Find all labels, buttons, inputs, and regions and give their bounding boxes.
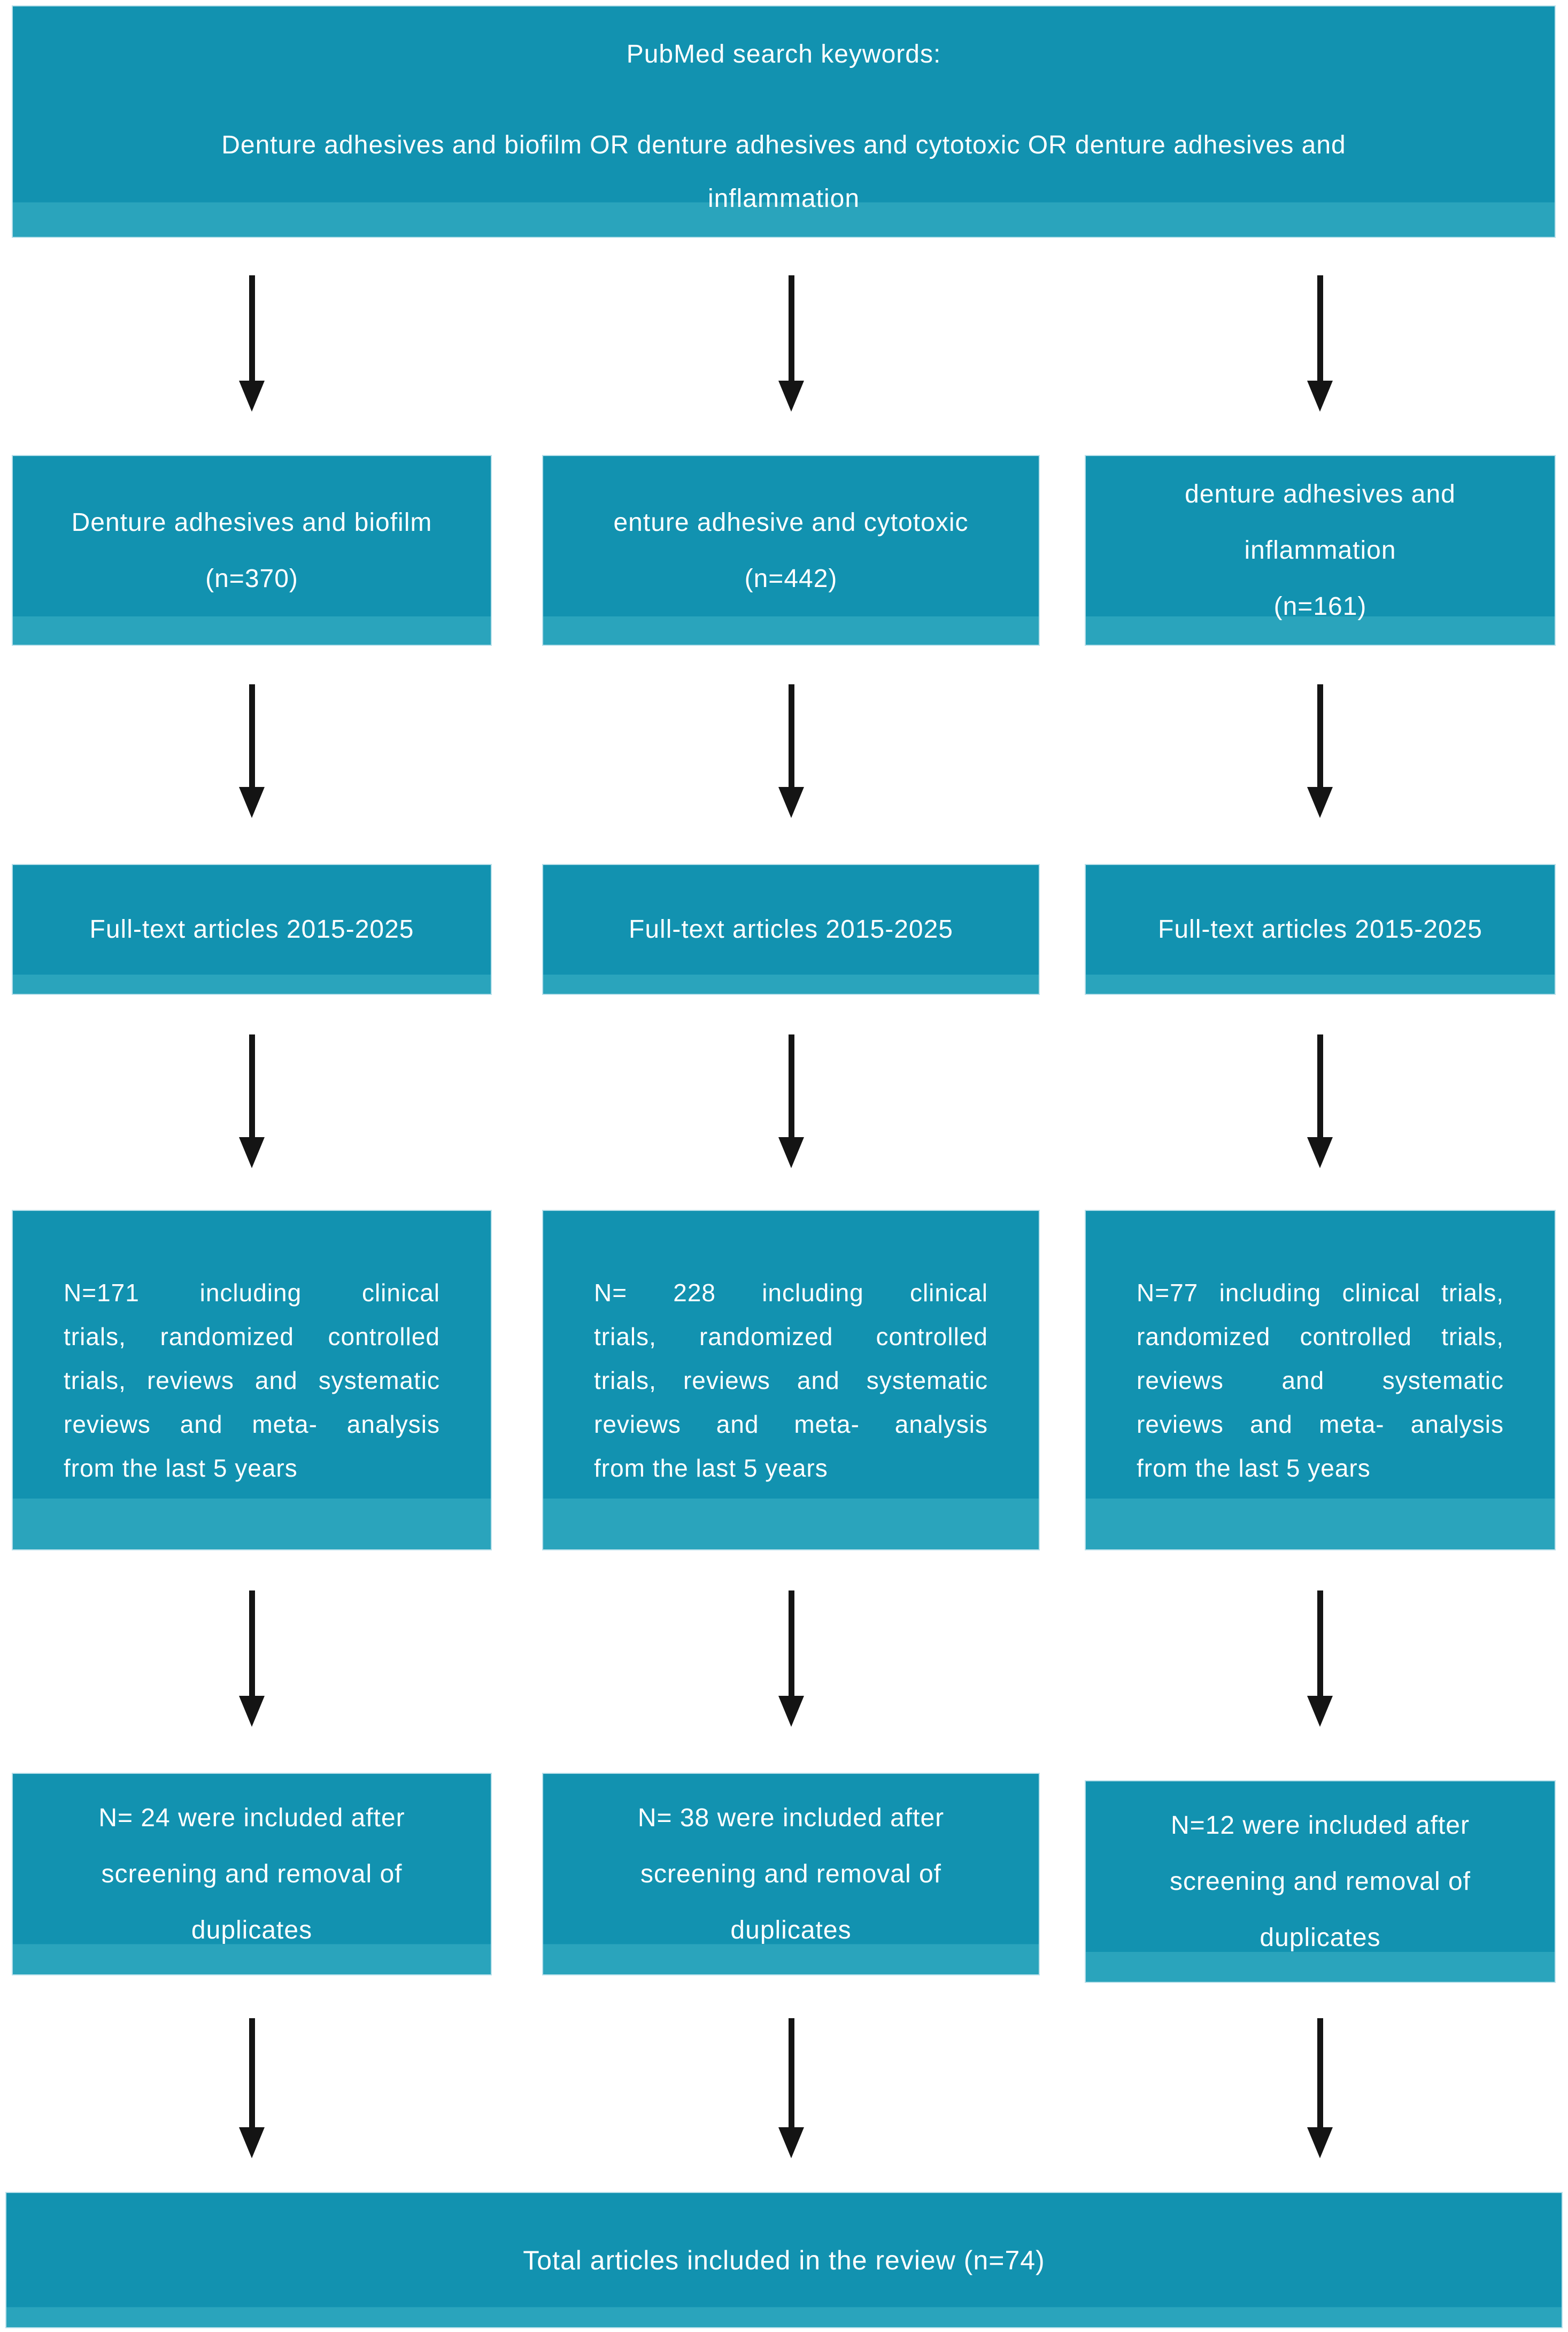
text-line: duplicates [191,1916,313,1944]
arrow-head-icon [778,381,804,412]
screened-box-biofilm: N=171 including clinical trials, randomi… [12,1210,492,1550]
fulltext-box-cytotoxic: Full-text articles 2015-2025 [542,864,1040,995]
text-line: inflammation [707,184,860,213]
pubmed-keywords-box: PubMed search keywords: Denture adhesive… [12,5,1556,238]
arrow-stem [788,1034,794,1137]
text-line: screening and removal of [1170,1867,1471,1896]
pubmed-keywords-title: PubMed search keywords: [626,40,941,68]
text-line: N=77 including clinical trials, [1137,1278,1504,1307]
down-arrow [1307,1590,1333,1727]
arrow-stem [788,2018,794,2127]
text-line: inflammation [1244,536,1396,565]
arrow-stem [1317,2018,1323,2127]
text-line: (n=370) [205,564,298,593]
text-line: N=12 were included after [1171,1811,1470,1840]
arrow-stem [249,684,255,787]
text-line: Full-text articles 2015-2025 [1158,915,1482,944]
text-line: enture adhesive and cytotoxic [613,508,969,537]
arrow-head-icon [239,787,265,818]
arrow-head-icon [239,381,265,412]
arrow-head-icon [778,1696,804,1727]
text-line: N= 38 were included after [637,1804,945,1832]
text-line: randomized controlled trials, [1137,1322,1504,1350]
text-line: trials, randomized controlled [594,1322,988,1350]
arrow-head-icon [778,1137,804,1168]
screened-box-inflammation: N=77 including clinical trials, randomiz… [1085,1210,1556,1550]
arrow-head-icon [1307,1137,1333,1168]
fulltext-box-inflammation: Full-text articles 2015-2025 [1085,864,1556,995]
search-box-biofilm: Denture adhesives and biofilm (n=370) [12,455,492,646]
arrow-head-icon [239,2127,265,2158]
arrow-stem [249,1590,255,1696]
arrow-stem [1317,275,1323,381]
text-line: N= 228 including clinical [594,1278,988,1307]
pubmed-query: Denture adhesives and biofilm OR denture… [221,119,1346,226]
down-arrow [1307,684,1333,818]
arrow-head-icon [239,1696,265,1727]
text-line: N= 24 were included after [98,1804,405,1832]
text-line: duplicates [730,1916,852,1944]
included-box-cytotoxic: N= 38 were included after screening and … [542,1773,1040,1975]
arrow-stem [249,2018,255,2127]
arrow-head-icon [1307,381,1333,412]
arrow-stem [788,275,794,381]
text-line: denture adhesives and [1185,480,1456,508]
arrow-stem [249,1034,255,1137]
search-box-inflammation: denture adhesives and inflammation (n=16… [1085,455,1556,646]
text-line: screening and removal of [640,1860,941,1888]
text-line: screening and removal of [101,1860,403,1888]
down-arrow [1307,2018,1333,2158]
text-line: reviews and meta- analysis [64,1410,440,1438]
text-line: from the last 5 years [64,1454,298,1482]
down-arrow [1307,1034,1333,1168]
down-arrow [239,275,265,412]
text-line: trials, reviews and systematic [594,1366,988,1394]
text-line: from the last 5 years [594,1454,828,1482]
text-line: duplicates [1260,1924,1381,1952]
text-line: trials, reviews and systematic [64,1366,440,1394]
text-line: Denture adhesives and biofilm [71,508,432,537]
text-line: Full-text articles 2015-2025 [89,915,414,944]
text-line: (n=442) [744,564,838,593]
text-line: reviews and meta- analysis [1137,1410,1504,1438]
search-box-cytotoxic: enture adhesive and cytotoxic (n=442) [542,455,1040,646]
down-arrow [1307,275,1333,412]
arrow-stem [249,275,255,381]
total-included-box: Total articles included in the review (n… [5,2192,1563,2328]
arrow-head-icon [1307,2127,1333,2158]
down-arrow [778,684,804,818]
text-line: trials, randomized controlled [64,1322,440,1350]
arrow-stem [788,684,794,787]
text-line: Full-text articles 2015-2025 [629,915,953,944]
screened-box-cytotoxic: N= 228 including clinical trials, random… [542,1210,1040,1550]
down-arrow [239,1034,265,1168]
text-line: N=171 including clinical [64,1278,440,1307]
down-arrow [778,1590,804,1727]
text-line: Total articles included in the review (n… [523,2245,1045,2275]
included-box-biofilm: N= 24 were included after screening and … [12,1773,492,1975]
arrow-head-icon [239,1137,265,1168]
arrow-head-icon [778,2127,804,2158]
arrow-head-icon [1307,787,1333,818]
arrow-stem [1317,1034,1323,1137]
arrow-stem [788,1590,794,1696]
text-line: from the last 5 years [1137,1454,1371,1482]
text-line: reviews and meta- analysis [594,1410,988,1438]
down-arrow [778,275,804,412]
arrow-head-icon [1307,1696,1333,1727]
arrow-stem [1317,1590,1323,1696]
down-arrow [778,1034,804,1168]
down-arrow [239,1590,265,1727]
text-line: (n=161) [1273,592,1367,621]
down-arrow [778,2018,804,2158]
included-box-inflammation: N=12 were included after screening and r… [1085,1780,1556,1983]
fulltext-box-biofilm: Full-text articles 2015-2025 [12,864,492,995]
down-arrow [239,2018,265,2158]
down-arrow [239,684,265,818]
arrow-head-icon [778,787,804,818]
text-line: Denture adhesives and biofilm OR denture… [221,131,1346,159]
text-line: reviews and systematic [1137,1366,1504,1394]
arrow-stem [1317,684,1323,787]
